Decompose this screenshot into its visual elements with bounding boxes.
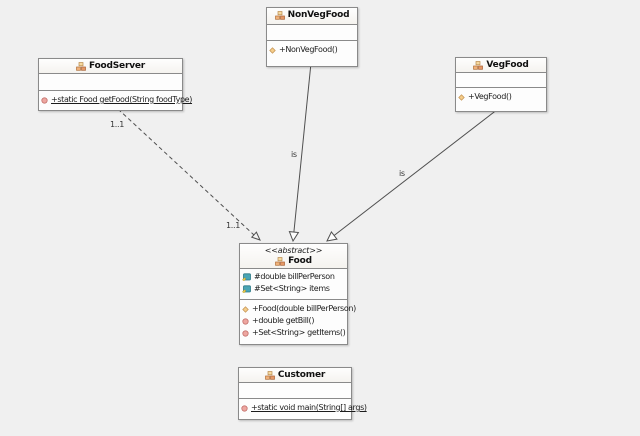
class-customer[interactable]: Customer +static void main(String[] args… bbox=[238, 367, 367, 420]
method-row[interactable]: +double getBill() bbox=[242, 315, 345, 327]
class-icon bbox=[275, 256, 285, 266]
method-row[interactable]: +static void main(String[] args) bbox=[241, 402, 367, 414]
method-row[interactable]: +Set<String> getItems() bbox=[242, 327, 346, 339]
field-icon bbox=[242, 285, 251, 293]
constructor-icon bbox=[458, 93, 465, 101]
class-icon bbox=[76, 61, 86, 71]
association-line-foodserver-food[interactable] bbox=[117, 108, 255, 236]
field-label: #double billPerPerson bbox=[254, 272, 335, 281]
attributes-section-empty bbox=[267, 25, 357, 41]
method-row[interactable]: +NonVegFood() bbox=[269, 44, 355, 56]
attributes-section-empty bbox=[239, 383, 351, 399]
constructor-icon bbox=[242, 305, 249, 313]
multiplicity-label-source: 1..1 bbox=[110, 120, 124, 129]
method-label: +double getBill() bbox=[252, 316, 315, 325]
relationship-label-is-vegfood: is bbox=[399, 169, 405, 178]
method-label: +VegFood() bbox=[468, 92, 512, 101]
method-row[interactable]: +Food(double billPerPerson) bbox=[242, 303, 356, 315]
methods-section: +VegFood() bbox=[456, 88, 546, 111]
method-icon bbox=[242, 329, 249, 337]
class-name: VegFood bbox=[486, 60, 529, 70]
class-icon bbox=[265, 370, 275, 380]
class-nonvegfood-header: NonVegFood bbox=[267, 8, 357, 25]
methods-section: +static void main(String[] args) bbox=[239, 399, 367, 419]
class-icon bbox=[473, 60, 484, 70]
association-arrowhead-foodserver-food[interactable] bbox=[250, 231, 261, 241]
method-icon bbox=[242, 317, 249, 325]
method-label: +Set<String> getItems() bbox=[252, 328, 346, 337]
field-icon bbox=[242, 273, 251, 281]
class-vegfood[interactable]: VegFood +VegFood() bbox=[455, 57, 547, 112]
multiplicity-label-target: 1..1 bbox=[226, 221, 240, 230]
attributes-section-empty bbox=[456, 73, 546, 88]
class-name: Customer bbox=[277, 370, 326, 380]
attributes-section-empty bbox=[39, 74, 182, 91]
class-name: NonVegFood bbox=[287, 10, 350, 20]
methods-section: +NonVegFood() bbox=[267, 41, 357, 66]
constructor-icon bbox=[269, 46, 276, 54]
method-label: +NonVegFood() bbox=[279, 45, 338, 54]
method-label: +static void main(String[] args) bbox=[251, 403, 367, 412]
class-icon bbox=[274, 10, 285, 20]
generalization-arrowhead-vegfood-food[interactable] bbox=[326, 230, 338, 242]
class-name: Food bbox=[288, 256, 312, 266]
class-food[interactable]: <<abstract>> Food #double billPerPerson … bbox=[239, 243, 356, 345]
methods-section: +Food(double billPerPerson) +double getB… bbox=[240, 300, 356, 344]
class-name: FoodServer bbox=[88, 61, 146, 71]
field-row[interactable]: #Set<String> items bbox=[242, 283, 345, 295]
class-foodserver-header: FoodServer bbox=[39, 59, 182, 74]
generalization-arrowhead-nonvegfood-food[interactable] bbox=[288, 231, 300, 243]
attributes-section: #double billPerPerson #Set<String> items bbox=[240, 269, 347, 300]
field-row[interactable]: #double billPerPerson bbox=[242, 271, 345, 283]
generalization-line-nonvegfood-food[interactable] bbox=[293, 62, 312, 233]
class-nonvegfood[interactable]: NonVegFood +NonVegFood() bbox=[266, 7, 358, 67]
methods-section: +static Food getFood(String foodType) bbox=[39, 91, 192, 110]
method-label: +static Food getFood(String foodType) bbox=[51, 95, 193, 104]
relationship-label-is-nonvegfood: is bbox=[291, 150, 297, 159]
class-vegfood-header: VegFood bbox=[456, 58, 546, 73]
static-method-icon bbox=[241, 404, 248, 412]
generalization-line-vegfood-food[interactable] bbox=[333, 108, 499, 236]
class-foodserver[interactable]: FoodServer +static Food getFood(String f… bbox=[38, 58, 192, 111]
class-stereotype: <<abstract>> bbox=[264, 246, 323, 255]
method-row[interactable]: +VegFood() bbox=[458, 91, 544, 103]
method-label: +Food(double billPerPerson) bbox=[252, 304, 356, 313]
class-food-header: <<abstract>> Food bbox=[240, 244, 347, 269]
static-method-icon bbox=[41, 96, 48, 104]
method-row[interactable]: +static Food getFood(String foodType) bbox=[41, 94, 192, 106]
field-label: #Set<String> items bbox=[254, 284, 330, 293]
class-customer-header: Customer bbox=[239, 368, 351, 383]
